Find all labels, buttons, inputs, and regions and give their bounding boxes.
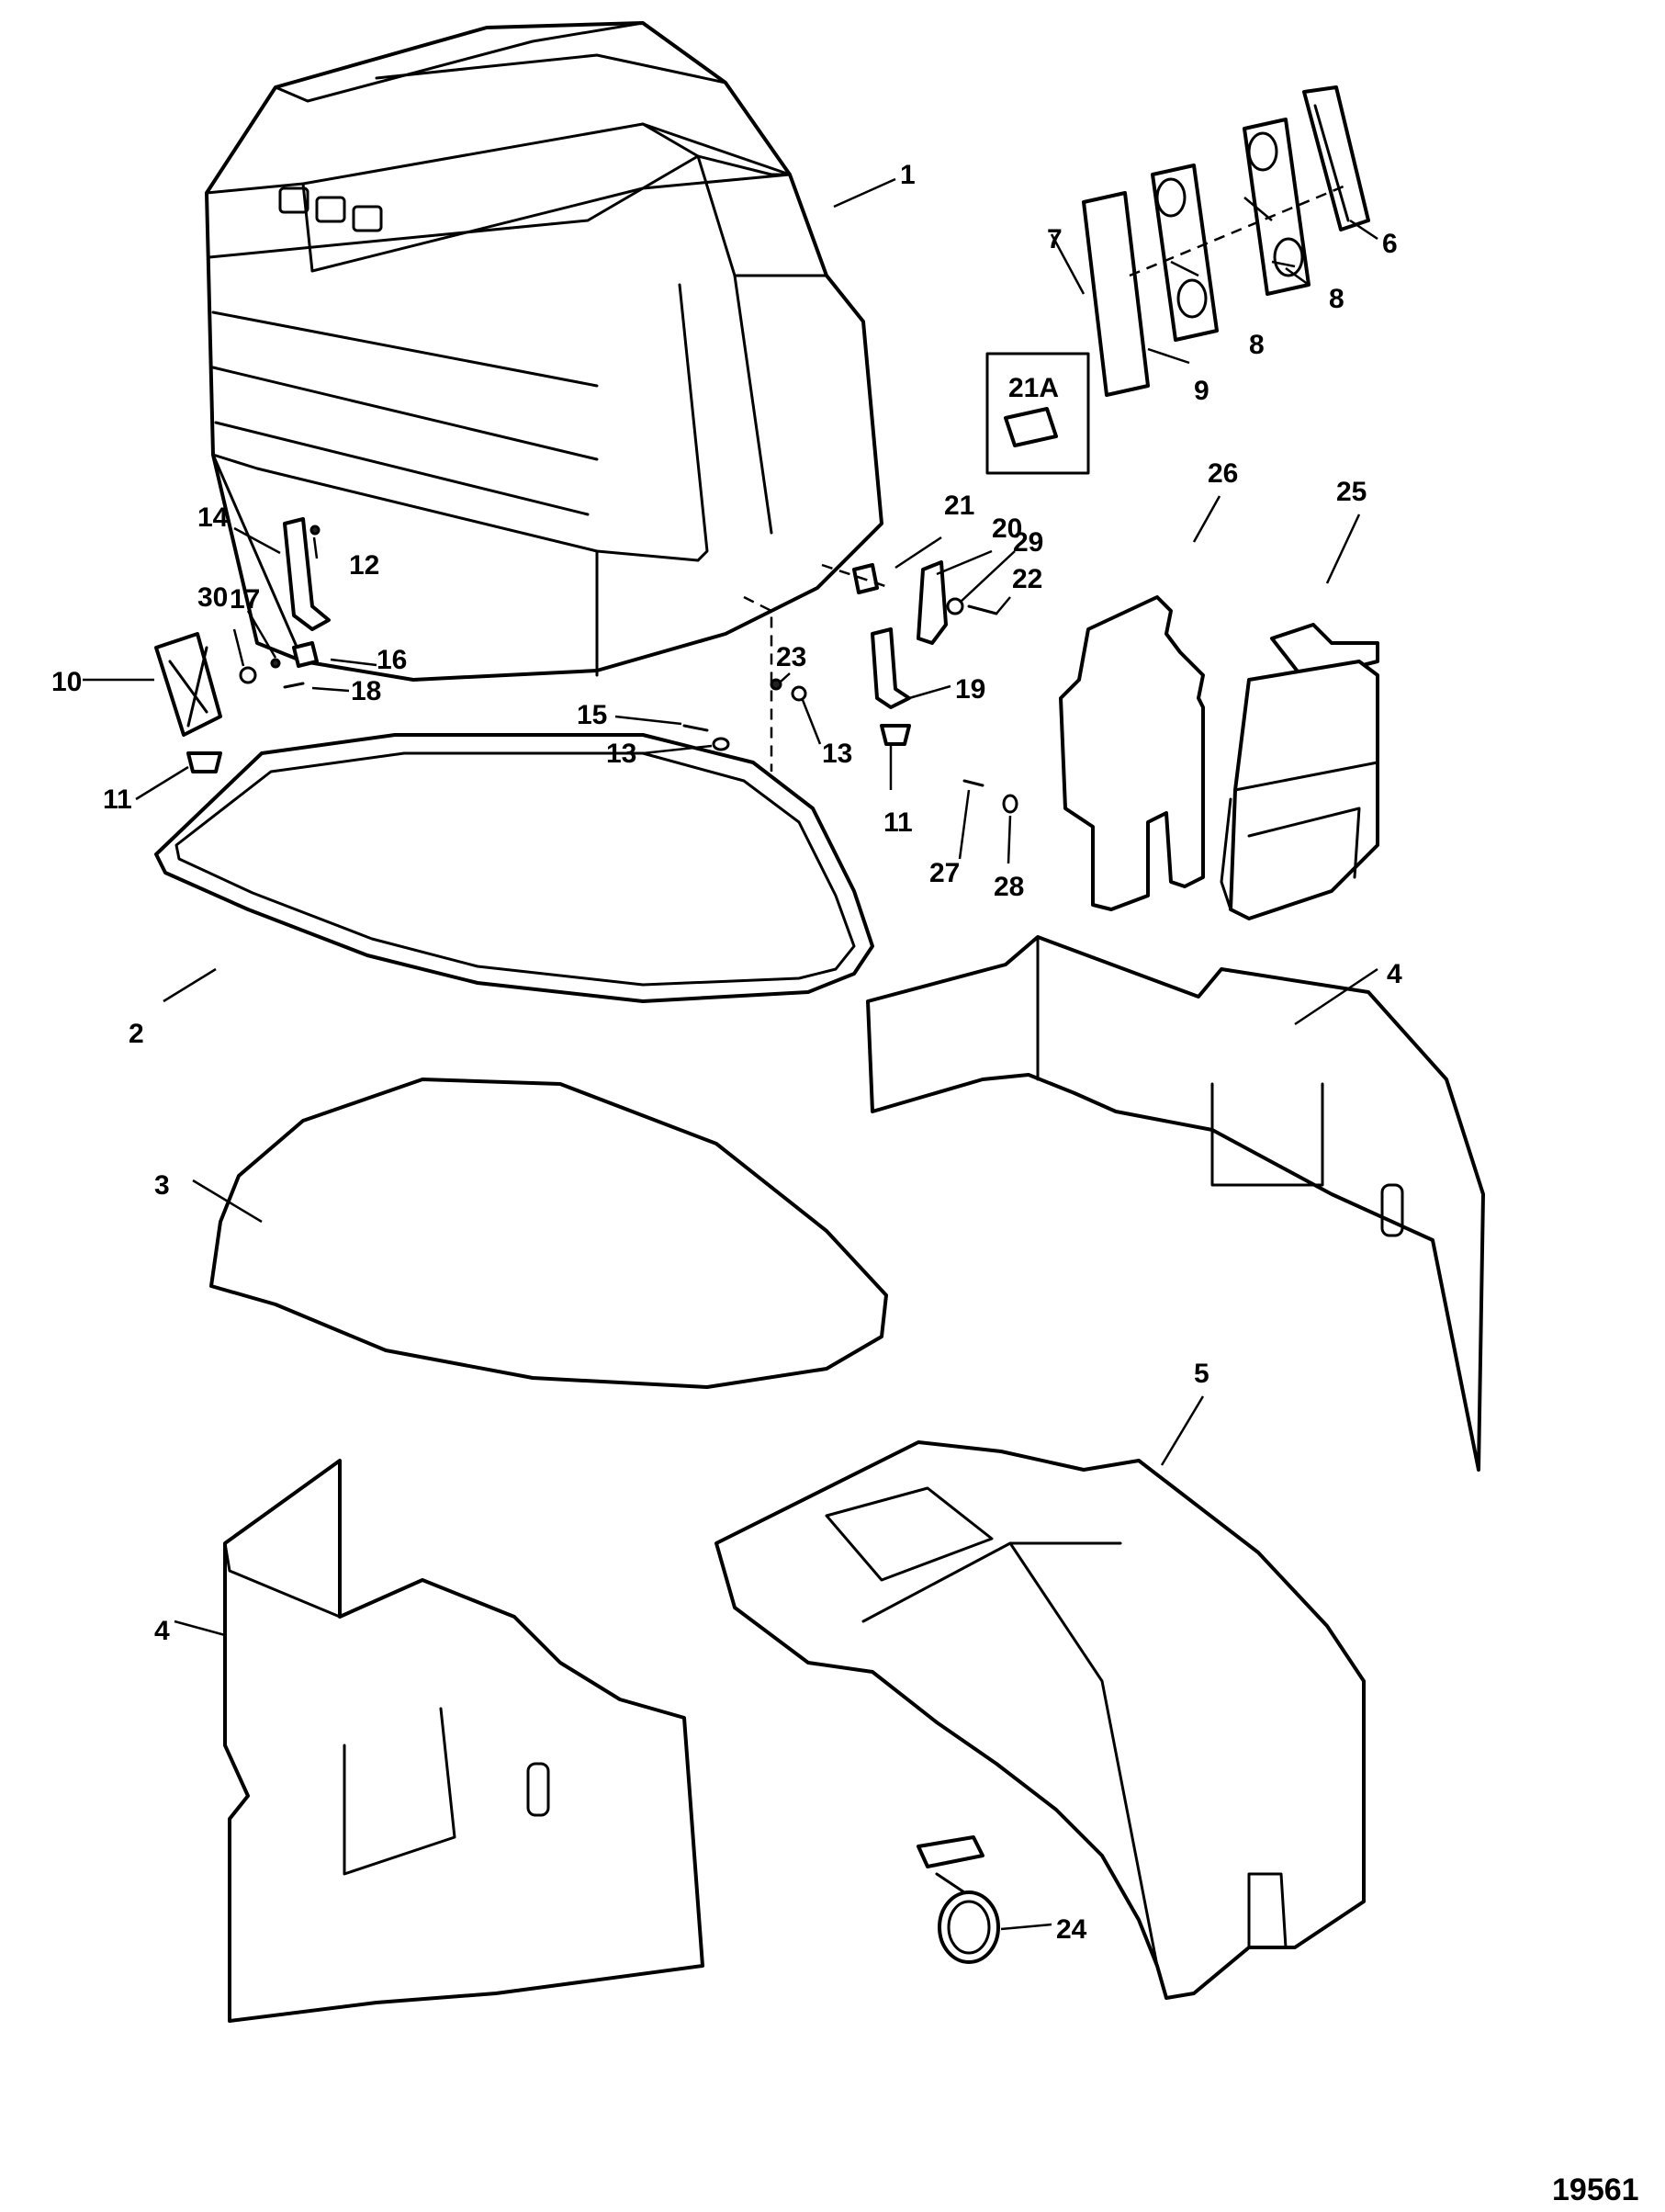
figure-number: 19561 bbox=[1552, 2172, 1639, 2207]
callout-25: 25 bbox=[1336, 477, 1367, 507]
callout-12: 12 bbox=[349, 550, 379, 581]
callout-10: 10 bbox=[51, 667, 82, 697]
part-11-grommet-right bbox=[880, 724, 911, 746]
callout-28: 28 bbox=[994, 872, 1024, 902]
part-16-bushing bbox=[292, 641, 319, 668]
part-5-center-panel bbox=[714, 1440, 1366, 2000]
part-9-plate bbox=[1082, 191, 1150, 397]
part-4-panel-right bbox=[866, 935, 1485, 1472]
callout-18: 18 bbox=[351, 676, 381, 706]
callout-15: 15 bbox=[577, 700, 607, 730]
callout-22: 22 bbox=[1012, 564, 1042, 594]
callout-5: 5 bbox=[1194, 1359, 1209, 1389]
callout-19: 19 bbox=[955, 674, 985, 705]
part-6-grille bbox=[1302, 85, 1370, 231]
callout-11-right: 11 bbox=[883, 807, 913, 838]
callout-8-lower: 8 bbox=[1249, 330, 1265, 360]
vent-plate-group bbox=[1082, 85, 1370, 397]
callout-8-upper: 8 bbox=[1329, 284, 1344, 314]
callout-29: 29 bbox=[1013, 527, 1043, 558]
callout-7: 7 bbox=[1047, 224, 1063, 254]
callout-2: 2 bbox=[129, 1019, 144, 1049]
part-22-screw bbox=[967, 604, 998, 615]
callout-9: 9 bbox=[1194, 376, 1209, 406]
callout-23: 23 bbox=[776, 642, 806, 672]
callout-13-right: 13 bbox=[822, 739, 852, 769]
callout-30: 30 bbox=[197, 582, 228, 613]
top-cowl bbox=[205, 21, 883, 682]
left-hardware bbox=[154, 517, 331, 773]
callout-24: 24 bbox=[1056, 1914, 1087, 1945]
part-17-washer bbox=[270, 658, 281, 669]
callout-20: 20 bbox=[992, 514, 1022, 544]
callout-4-right: 4 bbox=[1387, 959, 1402, 989]
callout-17: 17 bbox=[230, 584, 260, 615]
part-27-screw bbox=[962, 779, 984, 787]
part-11-grommet-left bbox=[186, 751, 222, 773]
part-4-panel-left bbox=[223, 1459, 704, 2023]
part-23-screw bbox=[770, 678, 782, 691]
part-15-screw bbox=[682, 724, 709, 732]
callout-21: 21 bbox=[944, 491, 974, 521]
part-26-silencer bbox=[1059, 595, 1205, 911]
callout-16: 16 bbox=[377, 645, 407, 675]
part-3-seal bbox=[209, 1078, 888, 1389]
callout-11-left: 11 bbox=[103, 784, 132, 815]
part-30-washer bbox=[239, 666, 257, 684]
part-18-screw bbox=[283, 682, 305, 689]
callout-14: 14 bbox=[197, 502, 229, 533]
part-12-screw bbox=[309, 525, 321, 536]
callout-4-left: 4 bbox=[154, 1616, 170, 1646]
callout-13-left: 13 bbox=[606, 739, 636, 769]
inset-label: 21A bbox=[1008, 373, 1059, 403]
inset-21a: 21A bbox=[985, 352, 1090, 475]
leader-lines bbox=[83, 177, 1378, 1931]
part-2-seal-ring bbox=[154, 733, 874, 1003]
callout-labels: 1 2 3 4 4 5 6 7 8 8 9 10 11 11 12 13 13 … bbox=[51, 160, 1402, 1945]
callout-1: 1 bbox=[900, 160, 916, 190]
part-24-grommet bbox=[917, 1835, 1000, 1964]
right-hardware bbox=[682, 560, 1018, 814]
part-14-bracket bbox=[283, 517, 331, 631]
part-29-washer bbox=[946, 597, 964, 615]
part-28-washer bbox=[1002, 794, 1018, 814]
callout-3: 3 bbox=[154, 1170, 170, 1201]
callout-27: 27 bbox=[929, 858, 960, 888]
callout-6: 6 bbox=[1382, 229, 1398, 259]
part-13-washer-right bbox=[791, 685, 807, 702]
part-13-washer-left bbox=[712, 737, 730, 751]
part-25-air-box bbox=[1220, 623, 1379, 920]
part-20-bracket bbox=[917, 560, 948, 645]
callout-26: 26 bbox=[1208, 458, 1238, 489]
part-19-bracket bbox=[871, 627, 911, 709]
